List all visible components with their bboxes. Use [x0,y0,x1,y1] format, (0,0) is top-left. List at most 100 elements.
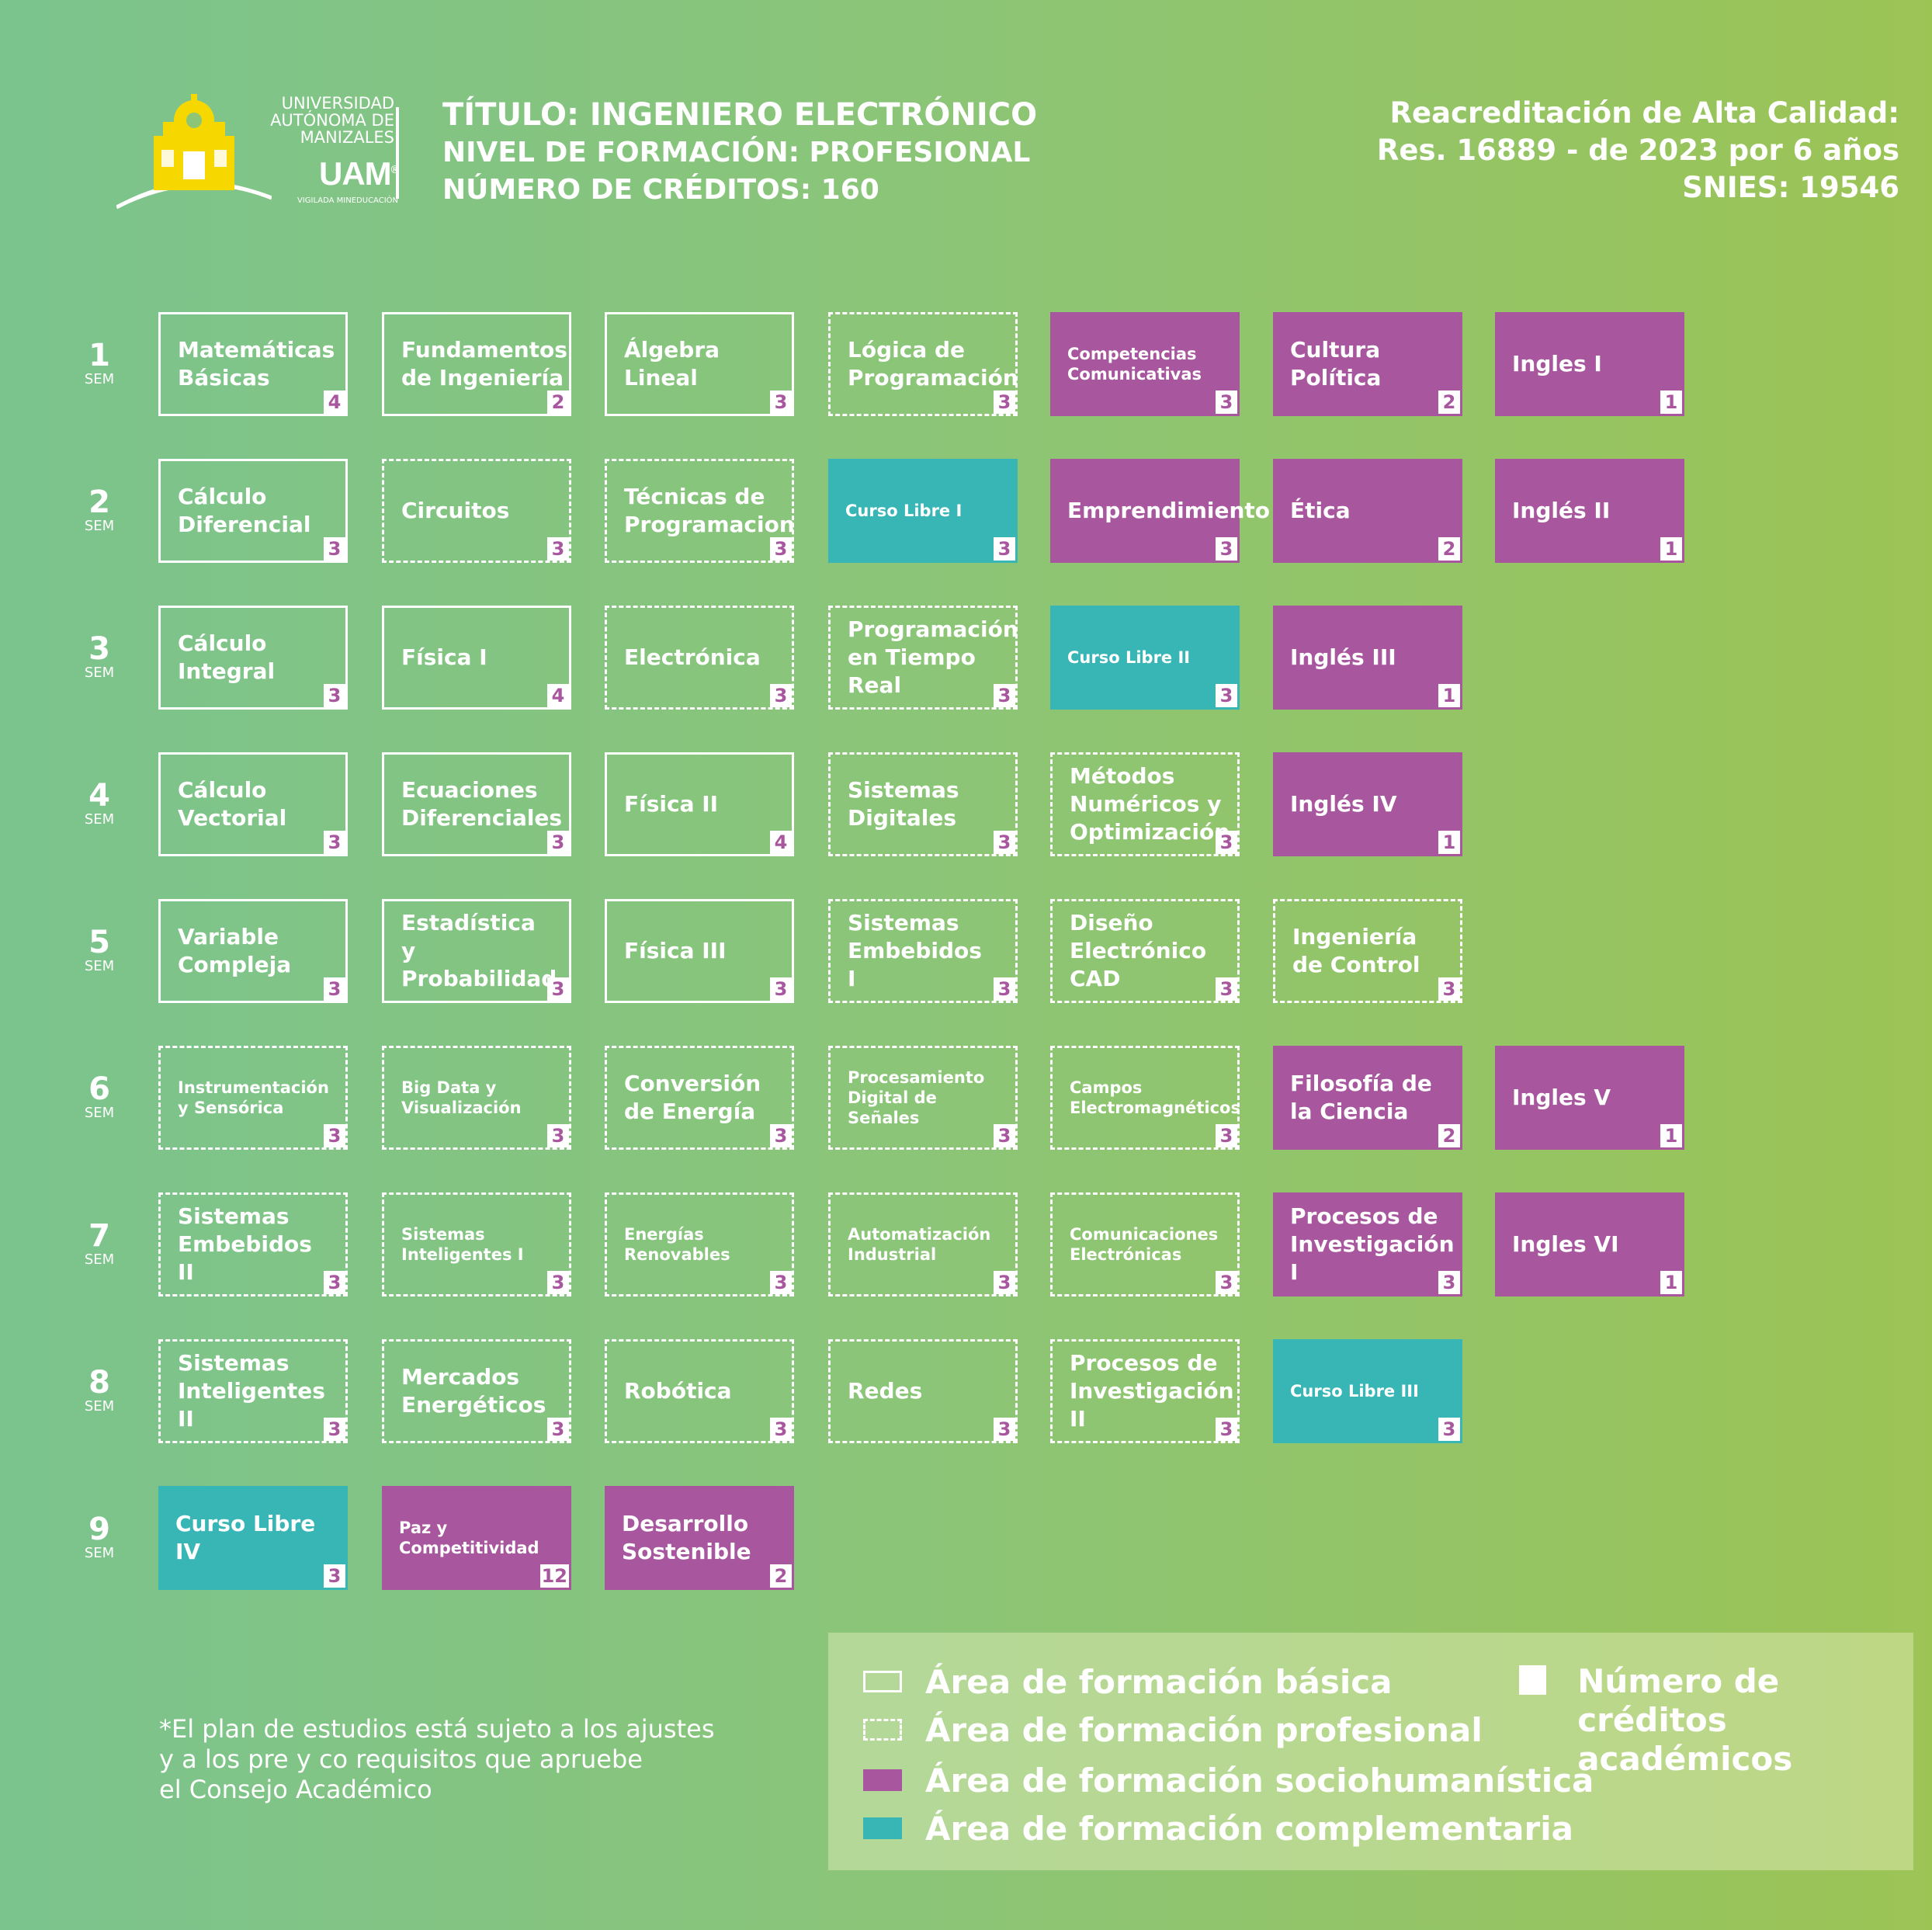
credit-badge: 3 [770,1124,792,1147]
credit-badge: 3 [1216,1271,1237,1294]
semester-suffix: SEM [84,371,115,387]
brand-uam: UAM® [270,155,399,193]
course-name: Filosofía de la Ciencia [1290,1071,1432,1124]
course-cell: Conversión de Energía 3 [605,1046,794,1150]
course-name: Inglés III [1290,644,1396,670]
course-name: Física II [624,791,719,817]
note-line-2: y a los pre y co requisitos que apruebe [159,1744,643,1774]
credit-badge: 3 [1216,1418,1237,1441]
credit-badge: 3 [324,831,345,854]
legend-complementaria-label: Área de formación complementaria [925,1809,1573,1848]
course-name: Fundamentos de Ingeniería [401,337,567,391]
program-title: TÍTULO: INGENIERO ELECTRÓNICO [442,97,1038,133]
legend-socio: Área de formación sociohumanística [863,1761,1594,1800]
credit-badge: 3 [770,391,792,414]
university-name-line-3: MANIZALES [300,128,394,147]
credit-badge: 1 [1438,684,1460,707]
accreditation-line-1: Reacreditación de Alta Calidad: [1389,96,1899,130]
course-name: Cultura Política [1290,337,1382,391]
legend-socio-label: Área de formación sociohumanística [925,1761,1594,1800]
credit-badge: 2 [547,391,569,414]
credit-badge: 3 [1438,1271,1460,1294]
semester-number: 9 [88,1512,110,1547]
course-name: Automatización Industrial [848,1225,991,1264]
course-name: Energías Renovables [624,1225,730,1264]
credit-badge: 2 [1438,391,1460,414]
course-name: Cálculo Vectorial [178,777,287,831]
credit-badge: 2 [770,1564,792,1588]
credit-badge: 1 [1660,1124,1682,1147]
course-cell: Filosofía de la Ciencia 2 [1273,1046,1462,1150]
course-name: Ingles I [1512,351,1602,377]
course-name: Diseño Electrónico CAD [1070,910,1207,991]
course-name: Sistemas Inteligentes I [401,1225,524,1264]
credit-badge: 3 [324,1271,345,1294]
course-name: Ética [1290,498,1351,523]
credit-badge: 4 [770,831,792,854]
solid-outline-swatch [863,1671,902,1692]
credit-badge: 3 [770,537,792,561]
vigilada-mineducacion: VIGILADA MINEDUCACIÓN [297,196,398,205]
note-line-1: *El plan de estudios está sujeto a los a… [159,1714,715,1744]
credit-badge: 3 [770,684,792,707]
course-name: Conversión de Energía [624,1071,761,1124]
semester-suffix: SEM [84,1105,115,1121]
credit-badge: 3 [770,1271,792,1294]
course-name: Ingles V [1512,1085,1611,1110]
total-credits: NÚMERO DE CRÉDITOS: 160 [442,174,879,206]
credit-badge: 3 [1438,977,1460,1001]
credit-badge: 1 [1660,537,1682,561]
course-name: Procesos de Investigación I [1290,1203,1455,1285]
course-name: Cálculo Diferencial [178,484,311,537]
legend-credits-line-1: Número de créditos [1577,1662,1780,1739]
course-name: Técnicas de Programacion [624,484,795,537]
credit-badge: 3 [547,1271,569,1294]
university-building-icon [116,94,272,210]
course-name: Curso Libre IV [175,1511,316,1564]
credit-badge: 3 [547,831,569,854]
course-cell: Diseño Electrónico CAD 3 [1050,899,1240,1003]
teal-swatch [863,1817,902,1839]
credit-badge: 4 [324,391,345,414]
university-name-line-1: UNIVERSIDAD [281,94,394,113]
course-name: Big Data y Visualización [401,1078,522,1117]
credit-badge: 3 [770,1418,792,1441]
course-name: Emprendimiento [1067,498,1271,523]
course-name: Curso Libre II [1067,648,1191,667]
credit-badge: 2 [1438,1124,1460,1147]
dashed-outline-swatch [863,1719,902,1741]
course-name: Sistemas Embebidos I [848,910,982,991]
credit-badge: 2 [1438,537,1460,561]
course-name: Variable Compleja [178,924,292,977]
course-name: Matemáticas Básicas [178,337,335,391]
course-name: Programación en Tiempo Real [848,616,1018,698]
credit-badge: 3 [1216,977,1237,1001]
semester-number: 4 [88,778,110,814]
credit-badge: 3 [547,537,569,561]
accreditation-line-2: Res. 16889 - de 2023 por 6 años [1376,134,1899,167]
course-name: Estadística y Probabilidad [401,910,557,991]
header-divider [396,107,399,199]
semester-number: 6 [88,1071,110,1107]
course-name: Circuitos [401,498,510,523]
snies-code: SNIES: 19546 [1682,171,1899,204]
